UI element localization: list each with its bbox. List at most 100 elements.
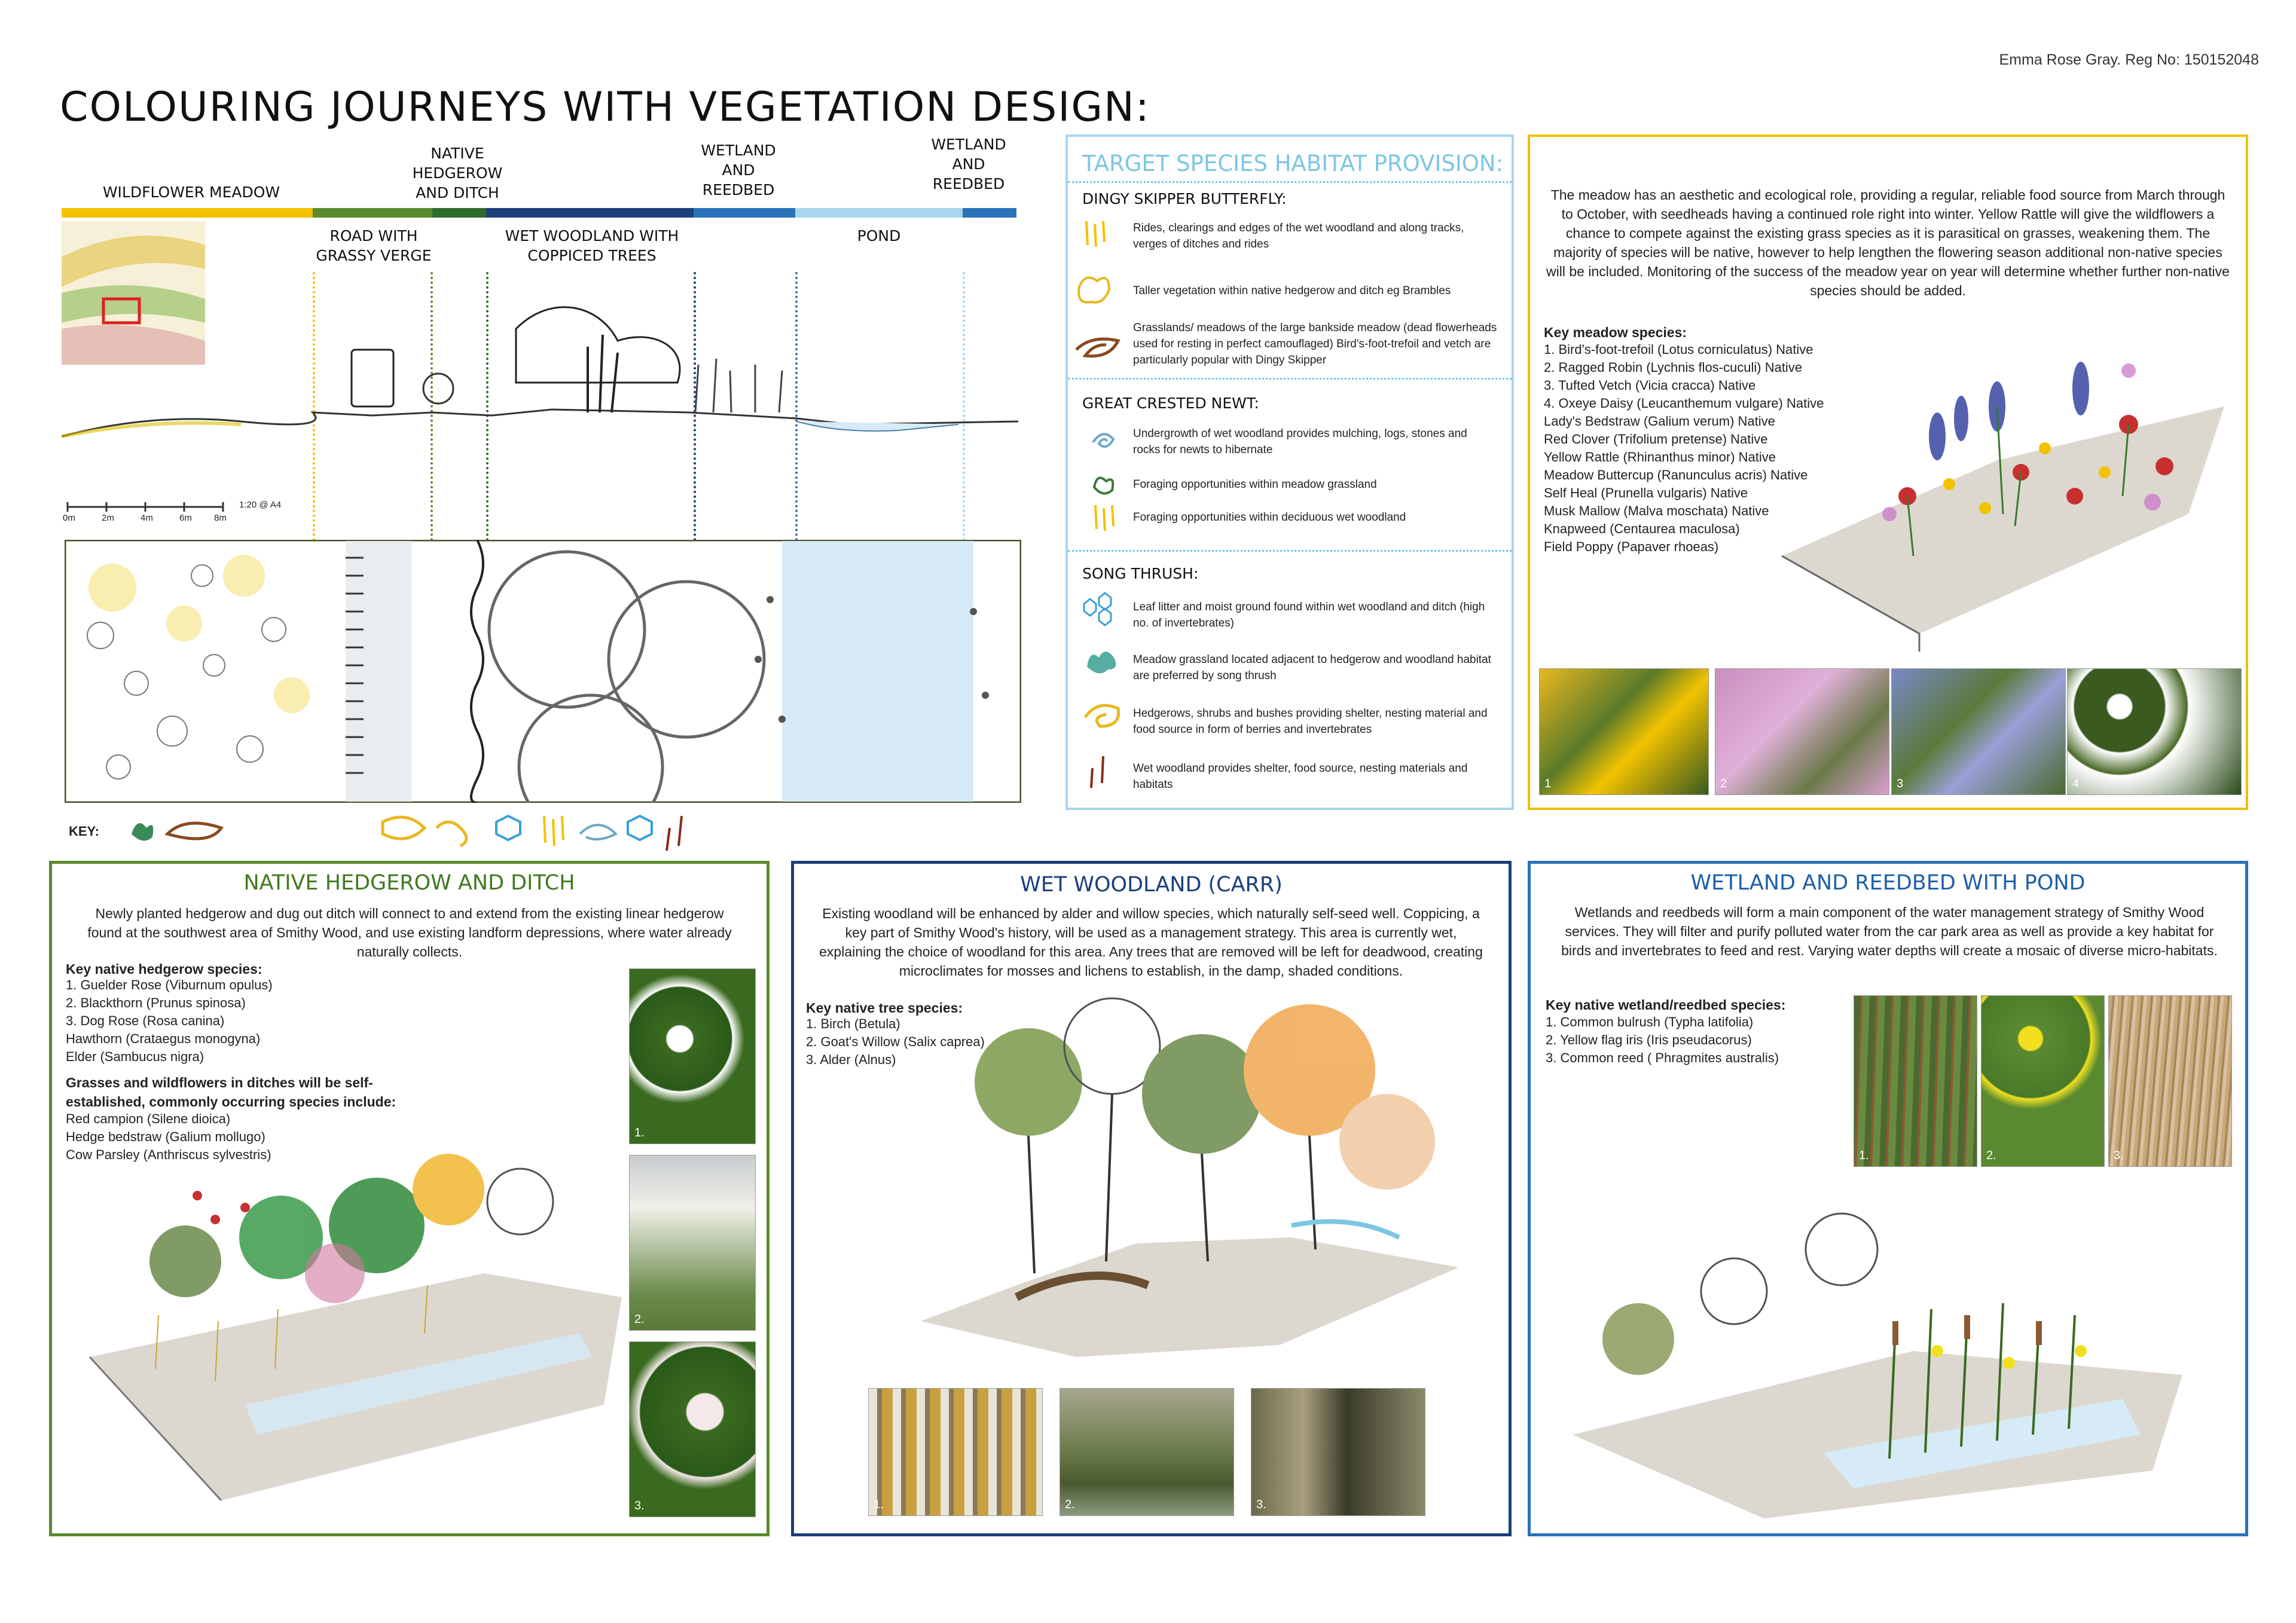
photo-number: 3. — [1256, 1498, 1266, 1511]
species-item: Hedge bedstraw (Galium mollugo) — [66, 1129, 265, 1144]
author-credit: Emma Rose Gray. Reg No: 150152048 — [1999, 51, 2260, 68]
hexagon-icon — [1083, 592, 1112, 626]
wetland-photo-2: 2. — [1981, 995, 2105, 1167]
meadow-species-heading: Key meadow species: — [1544, 325, 1687, 340]
habitat-note: Taller vegetation within native hedgerow… — [1133, 285, 1451, 297]
band-meadow — [62, 208, 313, 218]
divider — [795, 272, 798, 798]
species-item: Self Heal (Prunella vulgaris) Native — [1544, 485, 1748, 500]
page-title: COLOURING JOURNEYS WITH VEGETATION DESIG… — [60, 84, 1150, 131]
woodland-species-list: 1. Birch (Betula) 2. Goat's Willow (Sali… — [806, 1015, 1081, 1069]
site-location-map — [62, 221, 205, 365]
blue-spiral-icon — [1092, 433, 1115, 448]
habitat-note: Rides, clearings and edges of the wet wo… — [1133, 222, 1464, 250]
zone-label-pond: POND — [857, 227, 901, 244]
hedgerow-species-heading: Key native hedgerow species: — [66, 961, 262, 977]
scale-label: 0m — [63, 513, 75, 523]
wetland-photo-3: 3. — [2108, 995, 2232, 1167]
grasses-list: Red campion (Silene dioica) Hedge bedstr… — [66, 1110, 401, 1164]
photo-number: 3 — [1897, 777, 1904, 790]
species-item: Musk Mallow (Malva moschata) Native — [1544, 503, 1769, 518]
hedgerow-photo-3: 3. — [629, 1341, 756, 1517]
habitat-note: Meadow grassland located adjacent to hed… — [1133, 653, 1491, 682]
habitat-note: Foraging opportunities within deciduous … — [1133, 511, 1406, 524]
bramble-blob-icon — [1077, 276, 1111, 304]
photo-number: 2 — [1720, 777, 1727, 790]
species-item: Red Clover (Trifolium pretense) Native — [1544, 432, 1768, 447]
green-leaf-icon — [1092, 476, 1115, 495]
section-elevation-sketch — [62, 306, 1018, 438]
species-item: Field Poppy (Papaver rhoeas) — [1544, 539, 1719, 554]
hedge-swirl-icon — [1083, 704, 1120, 728]
band-wetland-2 — [963, 208, 1016, 218]
woodland-photo-3: 3. — [1251, 1388, 1425, 1516]
photo-number: 2. — [634, 1313, 645, 1326]
species-item: Yellow Rattle (Rhinanthus minor) Native — [1544, 450, 1776, 464]
wetland-panel — [1528, 861, 2248, 1536]
habitat-note: Undergrowth of wet woodland provides mul… — [1133, 427, 1467, 456]
photo-number: 3. — [2114, 1149, 2124, 1162]
scale-label: 6m — [179, 513, 192, 523]
wetland-sketch — [1573, 1212, 2182, 1518]
species-item: 1. Birch (Betula) — [806, 1016, 900, 1031]
group-heading: SONG THRUSH: — [1082, 565, 1199, 582]
band-road — [313, 208, 432, 218]
woodland-photo-2: 2. — [1060, 1388, 1234, 1516]
species-item: 3. Alder (Alnus) — [806, 1052, 896, 1067]
scale-label: 2m — [102, 513, 114, 523]
band-wetland — [694, 208, 795, 218]
species-item: Cow Parsley (Anthriscus sylvestris) — [66, 1147, 271, 1162]
zone-label-woodland: WET WOODLAND WITH COPPICED TREES — [505, 227, 679, 264]
zone-label-hedgerow: NATIVE HEDGEROW AND DITCH — [412, 145, 503, 201]
scale-label: 8m — [214, 513, 227, 523]
wetland-photo-1: 1. — [1854, 995, 1977, 1167]
scale-note: 1:20 @ A4 — [239, 500, 282, 510]
divider — [963, 272, 965, 798]
photo-number: 1. — [1859, 1149, 1869, 1162]
photo-number: 2. — [1986, 1149, 1996, 1162]
species-item: Lady's Bedstraw (Galium verum) Native — [1544, 414, 1775, 429]
habitat-note: Wet woodland provides shelter, food sour… — [1133, 762, 1468, 791]
divider — [1068, 550, 1512, 552]
key-label: KEY: — [69, 824, 99, 839]
yellow-stripes-icon — [1094, 505, 1115, 531]
species-item: Red campion (Silene dioica) — [66, 1111, 231, 1126]
hedgerow-panel — [49, 861, 770, 1536]
meadow-photo-3: 3 — [1891, 668, 2066, 795]
species-item: Knapweed (Centaurea maculosa) — [1544, 521, 1740, 536]
woodland-photo-1: 1. — [868, 1388, 1043, 1516]
divider — [430, 272, 433, 798]
band-hedgerow — [432, 208, 486, 218]
meadow-intro: The meadow has an aesthetic and ecologic… — [1546, 187, 2230, 298]
group-heading: GREAT CRESTED NEWT: — [1082, 395, 1259, 412]
species-item: 1. Common bulrush (Typha latifolia) — [1546, 1014, 1754, 1029]
divider — [1068, 181, 1512, 183]
photo-number: 2. — [1065, 1498, 1075, 1511]
species-item: Elder (Sambucus nigra) — [66, 1049, 204, 1064]
zone-label-wetland-1: WETLAND AND REEDBED — [701, 142, 776, 198]
habitat-note: Leaf litter and moist ground found withi… — [1133, 601, 1485, 629]
meadow-species-list: 1. Bird's-foot-trefoil (Lotus corniculat… — [1544, 341, 1843, 556]
band-woodland — [486, 208, 694, 218]
wetland-species-heading: Key native wetland/reedbed species: — [1546, 997, 1786, 1013]
yellow-stripes-icon — [1085, 221, 1106, 247]
photo-number: 1. — [634, 1126, 645, 1139]
target-species-panel — [1065, 135, 1514, 810]
group-heading: DINGY SKIPPER BUTTERFLY: — [1082, 190, 1287, 207]
hedgerow-title: NATIVE HEDGEROW AND DITCH — [243, 871, 575, 895]
meadow-photo-1: 1 — [1539, 668, 1709, 795]
species-item: Hawthorn (Crataegus monogyna) — [66, 1031, 261, 1046]
divider — [486, 272, 488, 798]
brown-swirl-icon — [1075, 337, 1120, 358]
photo-number: 1 — [1544, 777, 1552, 790]
woodland-panel — [791, 861, 1512, 1536]
wetland-species-list: 1. Common bulrush (Typha latifolia) 2. Y… — [1546, 1013, 1845, 1067]
band-pond — [795, 208, 963, 218]
woodland-intro: Existing woodland will be enhanced by al… — [819, 906, 1483, 979]
hedgerow-intro: Newly planted hedgerow and dug out ditch… — [87, 906, 732, 959]
zone-label-meadow: WILDFLOWER MEADOW — [102, 184, 280, 201]
zone-label-road: ROAD WITH GRASSY VERGE — [316, 227, 432, 264]
species-item: Meadow Buttercup (Ranunculus acris) Nati… — [1544, 467, 1808, 482]
scale-bar — [66, 502, 224, 512]
hedgerow-photo-1: 1. — [629, 968, 756, 1144]
